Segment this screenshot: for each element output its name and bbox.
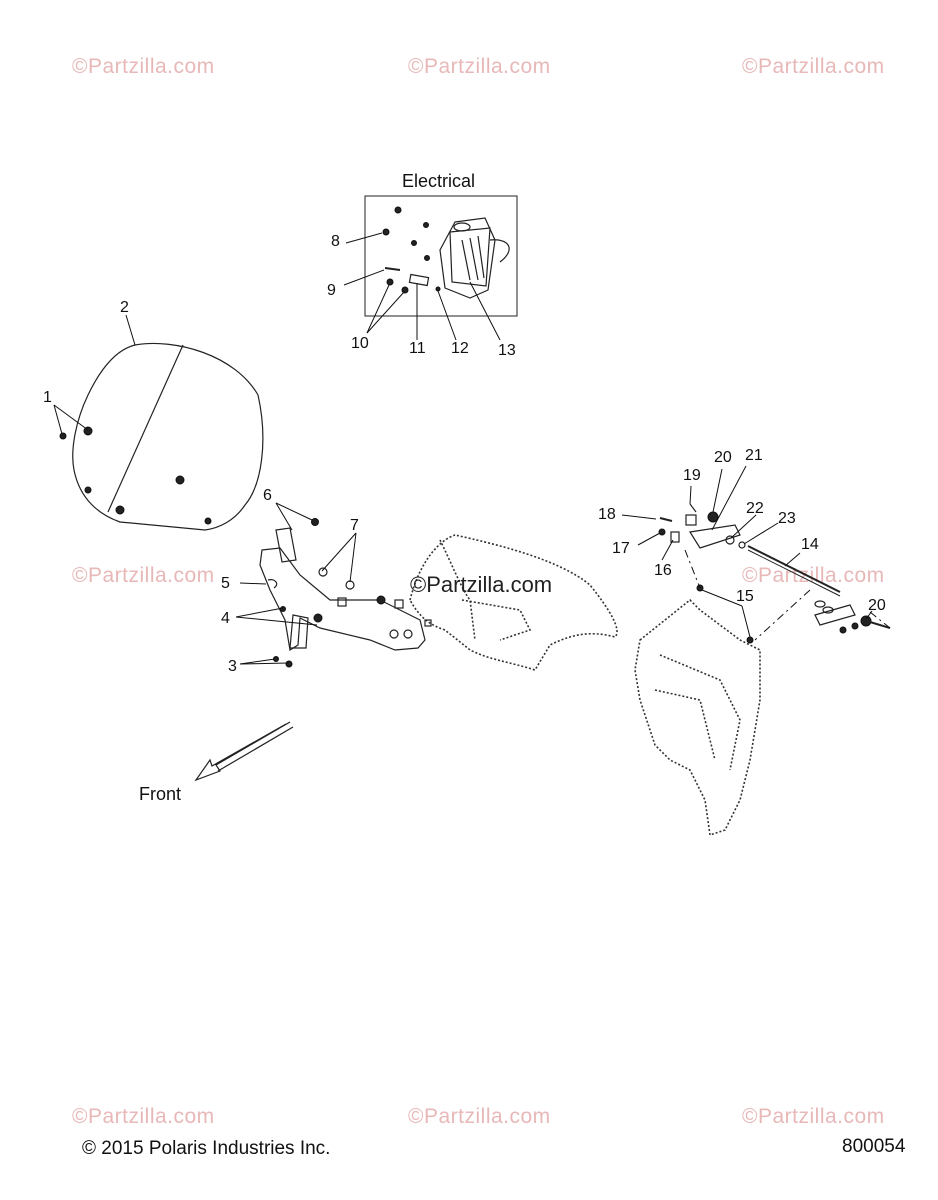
callout-19: 19	[683, 467, 701, 484]
nut-icon	[401, 286, 409, 294]
leader-line	[275, 502, 313, 521]
mounting-bracket	[259, 518, 432, 668]
leader-line	[621, 514, 657, 520]
callout-9: 9	[327, 282, 336, 299]
callout-13: 13	[498, 342, 516, 359]
leader-line	[239, 662, 289, 665]
callout-10: 10	[351, 335, 369, 352]
pin-icon	[384, 267, 401, 271]
watermark-mid-right: ©Partzilla.com	[742, 564, 885, 587]
screw-icon	[411, 240, 417, 246]
callout-17: 17	[612, 540, 630, 557]
leader-line	[366, 284, 390, 334]
frame-reference	[634, 598, 761, 837]
watermark-bottom-left: ©Partzilla.com	[72, 1105, 215, 1128]
leader-line	[349, 532, 357, 583]
callout-3: 3	[228, 658, 237, 675]
copyright-text: © 2015 Polaris Industries Inc.	[82, 1138, 331, 1159]
front-label: Front	[139, 784, 182, 804]
watermark-mid-left: ©Partzilla.com	[72, 564, 215, 587]
leader-line	[53, 404, 89, 431]
screw-icon	[394, 206, 402, 214]
leader-line	[712, 468, 723, 513]
callout-22: 22	[746, 500, 764, 517]
assembly-line	[754, 589, 811, 641]
leader-line	[235, 616, 318, 626]
leader-line	[711, 465, 747, 531]
callout-21: 21	[745, 447, 763, 464]
windshield	[59, 342, 264, 531]
nut-icon	[386, 278, 394, 286]
leader-line	[437, 290, 457, 341]
hood-reference	[409, 534, 618, 671]
leader-line	[469, 281, 501, 341]
leader-line	[275, 502, 293, 531]
leader-line	[730, 514, 757, 539]
leader-line	[235, 607, 284, 618]
callout-14: 14	[801, 536, 819, 553]
leader-line	[239, 658, 276, 665]
leader-line	[239, 582, 267, 585]
callout-18: 18	[598, 506, 616, 523]
leader-line	[661, 539, 674, 561]
leader-line	[366, 291, 405, 334]
assembly-line	[684, 549, 701, 589]
electrical-box-frame	[364, 195, 518, 317]
leader-line	[53, 404, 63, 435]
screw-icon	[423, 222, 429, 228]
callout-5: 5	[221, 575, 230, 592]
callout-23: 23	[778, 510, 796, 527]
leader-line	[784, 552, 801, 567]
callout-15: 15	[736, 588, 754, 605]
callout-12: 12	[451, 340, 469, 357]
leader-line	[865, 610, 873, 620]
watermark-top-right: ©Partzilla.com	[742, 55, 885, 78]
screw-icon	[424, 255, 430, 261]
callout-1: 1	[43, 389, 52, 406]
actuator-motor	[439, 217, 510, 299]
electrical-title: Electrical	[402, 171, 476, 191]
leader-line	[345, 232, 383, 244]
callout-16: 16	[654, 562, 672, 579]
watermark-top-center: ©Partzilla.com	[408, 55, 551, 78]
callout-7: 7	[350, 517, 359, 534]
assembly-line	[869, 611, 891, 629]
leader-line	[689, 485, 692, 505]
leader-line	[701, 589, 743, 607]
callout-6: 6	[263, 487, 272, 504]
callout-8: 8	[331, 233, 340, 250]
callout-11: 11	[409, 340, 426, 357]
front-arrow-icon	[194, 721, 294, 782]
leader-line	[741, 605, 751, 638]
diagram-id: 800054	[842, 1136, 906, 1157]
hinge-hardware	[658, 503, 891, 644]
bracket-icon	[408, 273, 430, 287]
screw-icon	[435, 286, 441, 292]
callout-2: 2	[120, 299, 129, 316]
watermark-bottom-center: ©Partzilla.com	[408, 1105, 551, 1128]
callout-20-right: 20	[868, 597, 886, 614]
leader-line	[637, 532, 661, 546]
leader-line	[125, 314, 136, 346]
leader-line	[321, 532, 357, 572]
leader-line	[743, 522, 779, 545]
screw-icon	[382, 228, 390, 236]
watermark-bottom-right: ©Partzilla.com	[742, 1105, 885, 1128]
watermark-top-left: ©Partzilla.com	[72, 55, 215, 78]
callout-20-top: 20	[714, 449, 732, 466]
leader-line	[343, 269, 385, 286]
callout-4: 4	[221, 610, 230, 627]
watermark-center: ©Partzilla.com	[410, 572, 553, 597]
